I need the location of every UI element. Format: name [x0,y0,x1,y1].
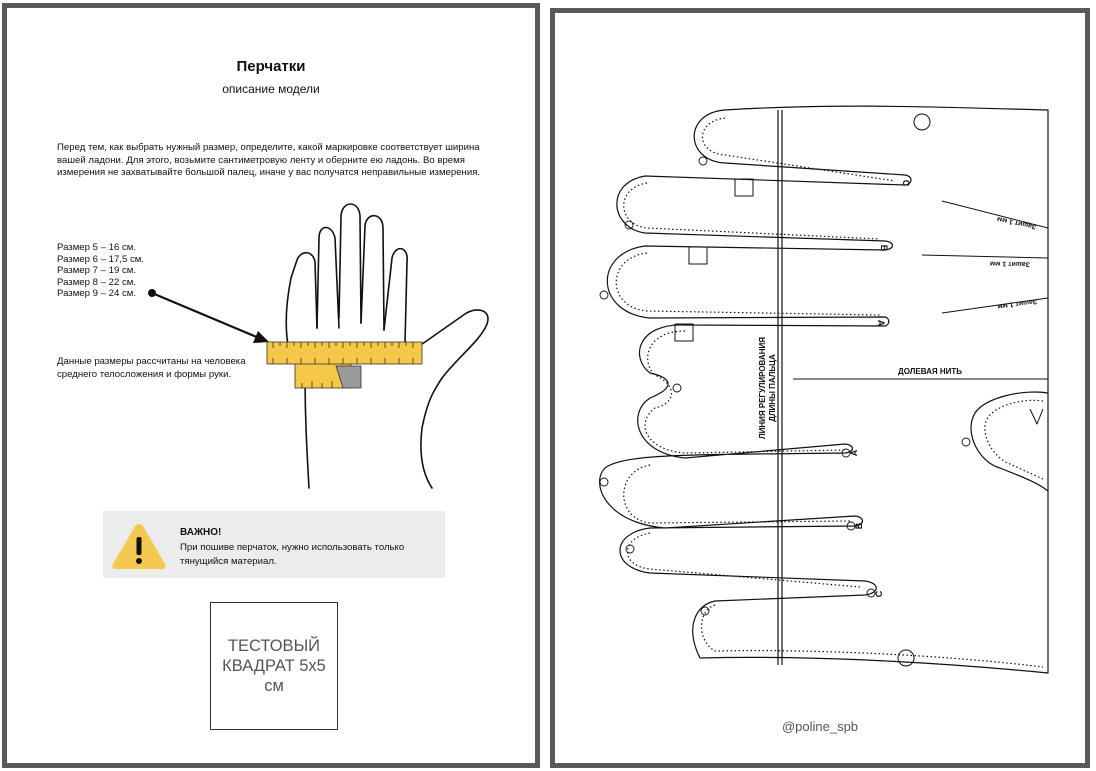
size-item: Размер 9 – 24 см. [57,288,137,300]
warning-icon [112,524,166,569]
marker-dot [866,588,876,598]
marker-circle [913,113,931,131]
test-square-label: ТЕСТОВЫЙ КВАДРАТ 5х5 см [222,637,326,695]
thumb-opening [970,391,1049,492]
size-item: Размер 8 – 22 см. [57,276,137,288]
dart-label: Зашит 1 мм [990,260,1030,268]
marker-dot [841,448,851,458]
warning-text: При пошиве перчаток, нужно использовать … [180,542,405,567]
marker-dot [700,606,710,616]
hand-outline [285,203,489,489]
size-item: Размер 7 – 19 см. [57,265,137,277]
point-a-label: A [876,320,886,327]
seam-allowance [615,117,1044,668]
pattern-outline [599,105,1049,674]
warning-box: ВАЖНО! При пошиве перчаток, нужно исполь… [103,511,445,578]
instruction-page: Перчатки описание модели Перед тем, как … [2,3,540,768]
marker-dot [599,477,609,487]
notch-box [688,246,708,265]
dart-line [941,297,1049,314]
adjust-line-label: ЛИНИЯ РЕГУЛИРОВАНИЯ [758,337,767,439]
pattern-page: C B A A B C Зашит 1 мм Зашит 1 мм Зашит … [550,8,1090,768]
marker-dot [846,521,856,531]
point-b-label: B [879,245,889,252]
size-list: Размер 5 – 16 см. Размер 6 – 17,5 см. Ра… [57,242,144,300]
point-a-label: A [849,449,859,456]
marker-dot [625,544,635,554]
grain-label: ДОЛЕВАЯ НИТЬ [898,367,962,376]
test-square: ТЕСТОВЫЙ КВАДРАТ 5х5 см [210,602,338,730]
marker-dot [624,220,634,230]
point-c-label: C [874,590,884,597]
marker-dot [698,156,708,166]
measuring-tape [266,341,423,389]
size-item: Размер 6 – 17,5 см. [57,253,145,265]
point-b-label: B [854,522,864,529]
dart-label: Зашит 1 мм [997,297,1038,309]
page-title: Перчатки [236,58,306,75]
notch-box [734,178,754,197]
point-c-label: C [901,180,911,187]
intro-text: Перед тем, как выбрать нужный размер, оп… [57,142,481,179]
glove-pattern: C B A A B C Зашит 1 мм Зашит 1 мм Зашит … [599,105,1049,674]
dart-line [941,200,1049,229]
warning-title: ВАЖНО! [180,527,222,538]
marker-dot [672,383,682,393]
marker-circle [897,649,915,667]
page-subtitle: описание модели [222,82,320,96]
dart-line [921,254,1049,259]
triangle-notch [1029,408,1044,425]
notch-box [674,323,694,342]
pointer-arrow [148,289,269,343]
size-note: Данные размеры рассчитаны на человека ср… [57,356,246,380]
dart-label: Зашит 1 мм [996,215,1037,230]
marker-dot [961,437,971,447]
hand-measuring-illustration [148,203,489,489]
adjust-line-label: ДЛИНЫ ПАЛЬЦА [768,354,777,422]
marker-dot [599,290,609,300]
size-item: Размер 5 – 16 см. [57,242,137,253]
author-handle: @poline_spb [781,719,859,734]
